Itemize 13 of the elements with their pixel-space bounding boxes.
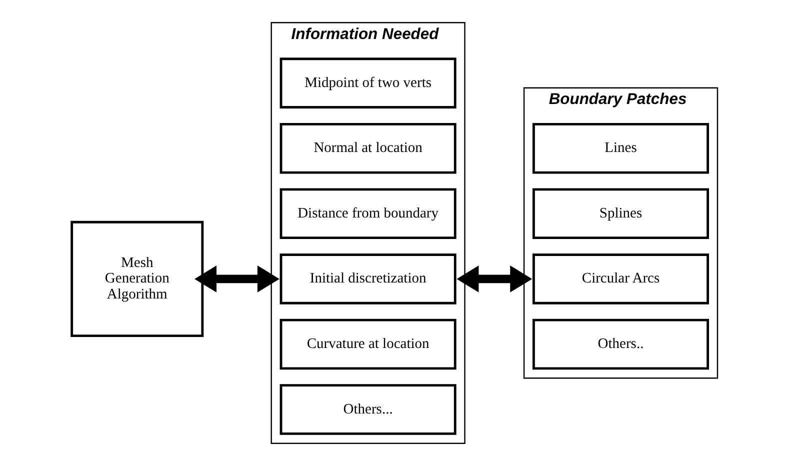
node-box: Circular Arcs [532, 254, 709, 304]
node-box: Normal at location [279, 122, 456, 174]
node-box: Others.. [532, 318, 709, 370]
node-box: Mesh Generation Algorithm [70, 220, 204, 337]
node-box: Splines [532, 188, 709, 240]
arrow [456, 265, 532, 292]
node-box: Midpoint of two verts [279, 58, 456, 108]
node-box: Initial discretization [279, 254, 456, 304]
node-box: Others... [279, 384, 456, 435]
arrow [194, 265, 279, 292]
node-box: Curvature at location [279, 318, 456, 370]
node-box: Lines [532, 122, 709, 174]
node-box: Distance from boundary [279, 188, 456, 240]
